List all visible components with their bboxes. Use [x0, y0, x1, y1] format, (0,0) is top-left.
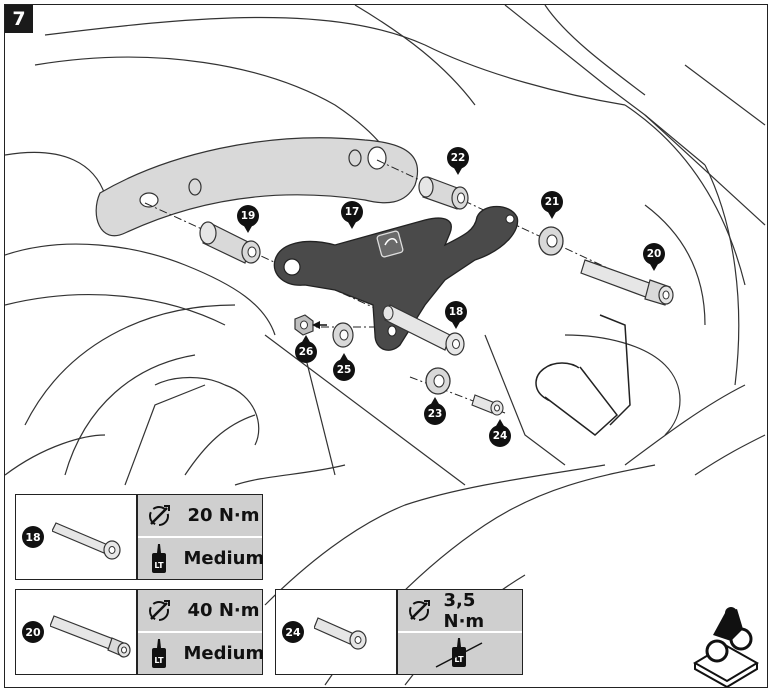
torque-value: 20 N·m	[187, 505, 260, 526]
svg-text:LT: LT	[454, 655, 464, 664]
assembly-step-frame: 7	[4, 4, 768, 688]
exploded-assembly-drawing	[5, 5, 766, 687]
callout-17: 17	[341, 201, 363, 229]
spec-torque-cell: 20 N·m	[137, 495, 262, 536]
callout-25: 25	[333, 353, 355, 381]
bolt-18-icon	[52, 522, 121, 560]
washer-21	[538, 226, 564, 256]
callout-23: 23	[424, 397, 446, 425]
spec-torque-cell: 40 N·m	[137, 590, 262, 631]
screw-24-icon	[314, 617, 367, 650]
torque-wrench-icon	[148, 600, 170, 621]
exhaust-pipe	[535, 314, 631, 436]
spec-part-number: 18	[22, 526, 44, 548]
svg-text:LT: LT	[154, 561, 164, 570]
bolt-20	[580, 259, 674, 306]
threadlocker-bottle-icon: LT	[151, 638, 166, 668]
spacer-22	[418, 176, 469, 210]
spec-part-number: 20	[22, 621, 44, 643]
callout-19: 19	[237, 205, 259, 233]
spec-part-number: 24	[282, 621, 304, 643]
rail-bracket	[95, 137, 419, 237]
bolt-20-icon	[50, 615, 131, 658]
spec-torque-cell: 3,5 N·m	[397, 589, 522, 632]
callout-24: 24	[489, 419, 511, 447]
torque-value: 40 N·m	[187, 600, 260, 621]
spec-box-part-24: 24 3,5 N·m LT	[275, 589, 523, 675]
screw-24	[471, 394, 504, 416]
main-bracket-17	[273, 205, 519, 351]
spec-box-part-20: 20 40 N·m LT Medium	[15, 589, 265, 675]
callout-20: 20	[643, 243, 665, 271]
washer-23	[425, 367, 451, 395]
torque-value: 3,5 N·m	[443, 589, 485, 632]
no-threadlocker-icon: LT	[435, 637, 482, 668]
threadlock-value: Medium	[183, 642, 265, 664]
torque-wrench-icon	[148, 505, 170, 526]
threadlock-value: Medium	[183, 547, 265, 569]
callout-21: 21	[541, 191, 563, 219]
callout-22: 22	[447, 147, 469, 175]
callout-18: 18	[445, 301, 467, 329]
motorcycle-side-icon	[693, 607, 759, 687]
bolt-18	[382, 304, 465, 356]
step-number: 7	[5, 5, 33, 33]
spec-threadlock-cell: LT Medium	[137, 537, 265, 579]
callout-26: 26	[295, 335, 317, 363]
nut-26	[294, 314, 327, 336]
spec-threadlock-cell: LT	[397, 632, 522, 674]
spec-box-part-18: 18 20 N·m LT Medium	[15, 494, 265, 580]
svg-text:LT: LT	[154, 656, 164, 665]
motorcycle-outline	[5, 5, 766, 686]
washer-25	[332, 322, 354, 348]
threadlocker-bottle-icon: LT	[151, 543, 166, 573]
torque-wrench-icon	[408, 600, 430, 621]
spec-threadlock-cell: LT Medium	[137, 632, 265, 674]
spacer-19	[199, 221, 261, 264]
